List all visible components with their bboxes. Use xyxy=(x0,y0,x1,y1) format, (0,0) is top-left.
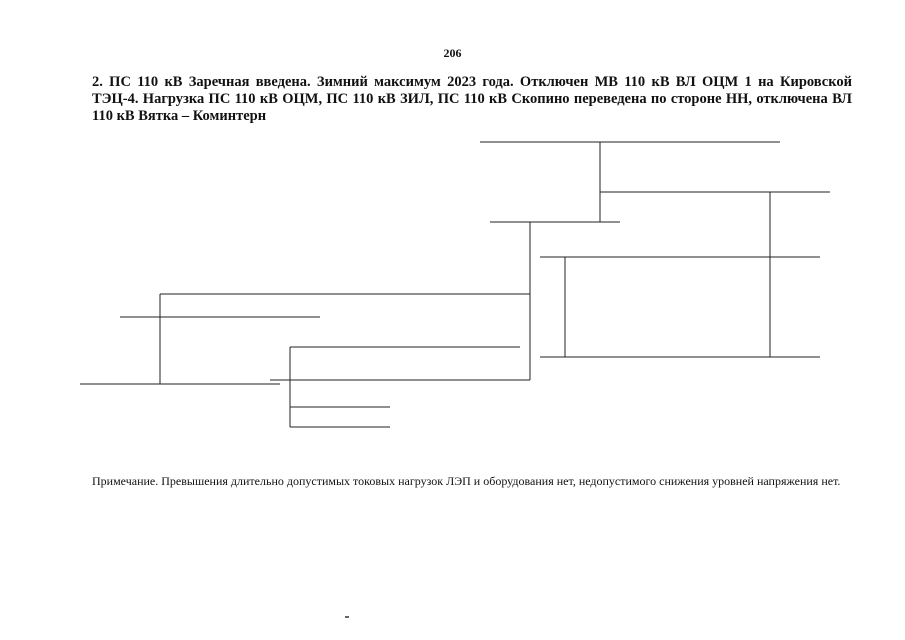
note-text: Примечание. Превышения длительно допусти… xyxy=(92,474,841,488)
section-heading: 2. ПС 110 кВ Заречная введена. Зимний ма… xyxy=(92,74,852,125)
page-number: 206 xyxy=(443,46,462,60)
section-number: 2. xyxy=(92,74,103,90)
schematic-svg xyxy=(80,141,830,428)
section-title: ПС 110 кВ Заречная введена. Зимний макси… xyxy=(92,74,852,124)
grid-schematic-diagram xyxy=(60,122,840,442)
scan-mark xyxy=(345,616,349,618)
